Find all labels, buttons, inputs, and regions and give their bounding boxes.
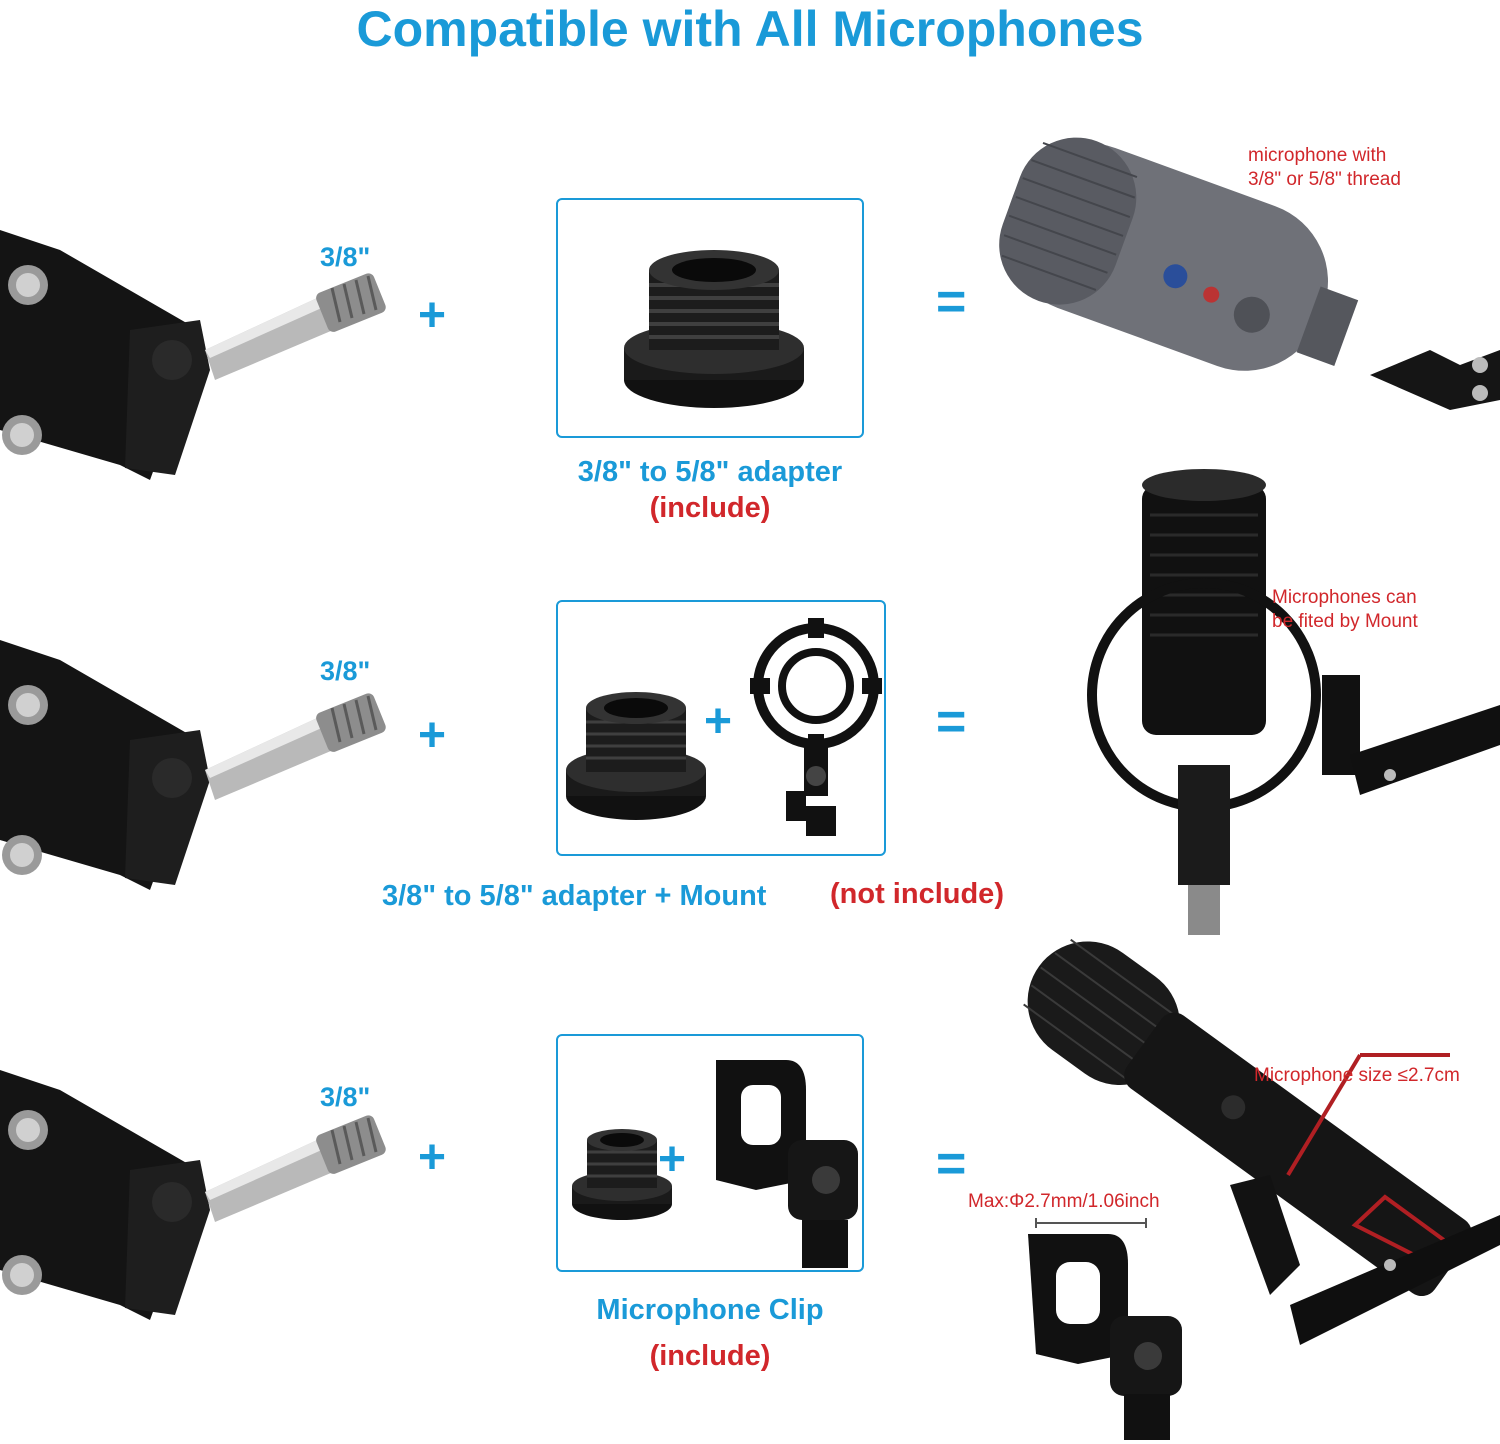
plus-sign: +: [418, 289, 447, 342]
equals-sign: =: [936, 273, 967, 331]
row-1: 3/8" + 3/8" to 5/8" adapter (include) =: [0, 137, 1500, 540]
equals-sign: =: [936, 1135, 967, 1193]
clip-caption: Microphone Clip: [596, 1294, 824, 1326]
inner-plus-sign: +: [704, 695, 733, 748]
thread-size-label: 3/8": [320, 656, 371, 686]
boom-arm-screw-image: [0, 230, 386, 480]
mic-note-line-2: be fited by Mount: [1272, 611, 1418, 632]
adapter-icon: [572, 1129, 672, 1220]
adapter-icon: [624, 250, 804, 408]
not-include-label: (not include): [830, 878, 1004, 910]
condenser-microphone-image: [1087, 469, 1500, 935]
handheld-microphone-image: [1023, 938, 1500, 1345]
inner-plus-sign: +: [658, 1133, 687, 1186]
plus-sign: +: [418, 1131, 447, 1184]
adapter-mount-box: +: [556, 600, 886, 856]
adapter-mount-caption: 3/8" to 5/8" adapter + Mount: [382, 880, 767, 912]
microphone-clip-icon: [1028, 1234, 1182, 1440]
clip-box: +: [556, 1034, 864, 1272]
mic-note: microphone with 3/8" or 5/8" thread: [1248, 144, 1401, 192]
row-3: 3/8" + + Microphone Clip (include) =: [0, 938, 1500, 1440]
boom-arm-screw-image: [0, 640, 386, 890]
mic-note-line-1: microphone with: [1248, 145, 1387, 166]
adapter-caption: 3/8" to 5/8" adapter: [577, 456, 843, 488]
size-note: Microphone size ≤2.7cm: [1254, 1065, 1460, 1086]
max-size-note: Max:Φ2.7mm/1.06inch: [968, 1191, 1160, 1212]
dimension-line: [1035, 1218, 1147, 1228]
usb-microphone-image: [999, 137, 1500, 410]
thread-size-label: 3/8": [320, 242, 371, 272]
microphone-clip-icon: [716, 1060, 858, 1268]
include-label: (include): [649, 492, 771, 524]
mic-note-line-2: 3/8" or 5/8" thread: [1248, 169, 1401, 190]
adapter-icon: [566, 692, 706, 820]
boom-arm-screw-image: [0, 1070, 386, 1320]
equals-sign: =: [936, 693, 967, 751]
mic-note-line-1: Microphones can: [1272, 587, 1417, 608]
plus-sign: +: [418, 709, 447, 762]
adapter-box: [556, 198, 864, 438]
thread-size-label: 3/8": [320, 1082, 371, 1112]
mic-note: Microphones can be fited by Mount: [1272, 586, 1418, 634]
page-title: Compatible with All Microphones: [356, 1, 1144, 57]
shock-mount-icon: [750, 618, 882, 836]
row-2: 3/8" + + 3/8" to 5/8": [0, 469, 1500, 935]
include-label: (include): [649, 1340, 771, 1372]
